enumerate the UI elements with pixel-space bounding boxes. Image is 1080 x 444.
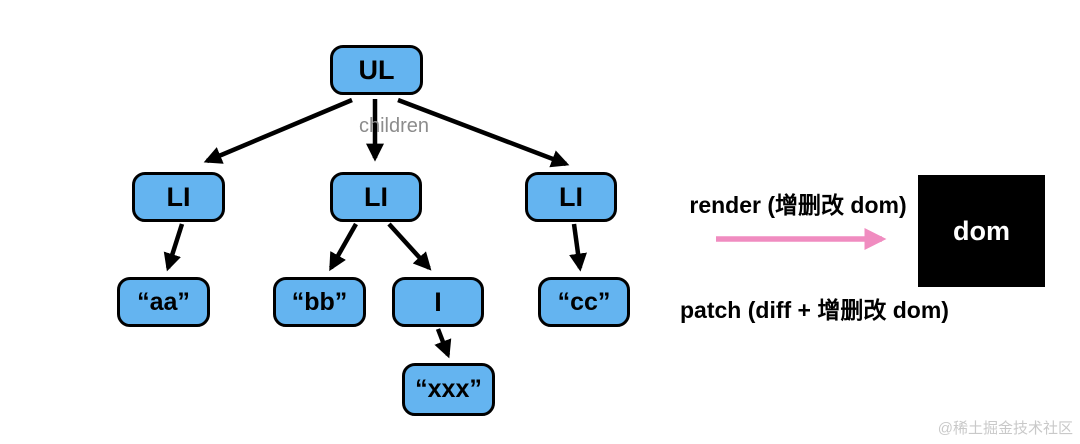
edge-li2-i-arrow xyxy=(387,222,432,271)
tree-node-text-xxx: “xxx” xyxy=(402,363,495,416)
render-caption: render (增删改 dom) xyxy=(689,192,907,218)
edge-ul-li3-arrow xyxy=(397,97,570,168)
tree-node-i: I xyxy=(392,277,484,327)
edge-li3-cc-arrow xyxy=(569,223,587,272)
children-edge-label: children xyxy=(358,115,430,137)
watermark-text: @稀土掘金技术社区 xyxy=(937,420,1073,437)
edge-li2-bb-arrow xyxy=(329,222,358,272)
tree-node-li-1: LI xyxy=(132,172,225,222)
dom-box: dom xyxy=(918,175,1045,287)
tree-node-ul: UL xyxy=(330,45,423,95)
edge-ul-li1-arrow xyxy=(203,97,353,164)
edge-i-xxx-arrow xyxy=(434,328,452,359)
tree-node-text-bb: “bb” xyxy=(273,277,366,327)
tree-node-text-cc: “cc” xyxy=(538,277,630,327)
edge-li1-aa-arrow xyxy=(163,223,185,272)
patch-caption: patch (diff + 增删改 dom) xyxy=(680,297,949,323)
tree-node-li-3: LI xyxy=(525,172,617,222)
dom-box-label: dom xyxy=(953,215,1010,246)
tree-node-text-aa: “aa” xyxy=(117,277,210,327)
tree-node-li-2: LI xyxy=(330,172,422,222)
